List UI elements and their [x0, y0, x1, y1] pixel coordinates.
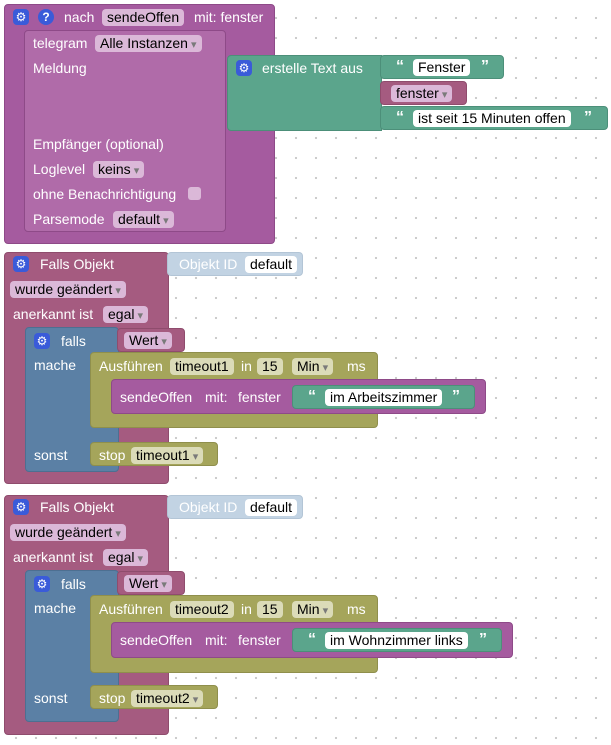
call-label: sendeOffen — [120, 632, 193, 648]
timeout-name-field[interactable]: timeout2 — [170, 601, 234, 618]
stop-dropdown[interactable]: timeout1 — [131, 447, 204, 464]
falls-objekt-label: Falls Objekt — [40, 256, 114, 272]
quote-close-icon: ” — [452, 388, 460, 405]
ausfuehren-label: Ausführen — [99, 358, 163, 374]
proc-mit-label: mit: fenster — [194, 9, 264, 25]
proc-name-field[interactable]: sendeOffen — [102, 9, 185, 26]
gear-icon[interactable]: ⚙ — [13, 499, 29, 515]
wurde-geaendert-dropdown[interactable]: wurde geändert — [10, 524, 126, 541]
ohne-label: ohne Benachrichtigung — [33, 186, 177, 202]
gear-icon[interactable]: ⚙ — [13, 256, 29, 272]
ohne-checkbox[interactable] — [188, 187, 201, 200]
gear-icon[interactable]: ⚙ — [34, 576, 50, 592]
quote-close-icon: ” — [481, 58, 489, 75]
stop-label: stop — [99, 447, 126, 463]
help-icon[interactable]: ? — [38, 9, 54, 25]
falls-label: falls — [61, 333, 86, 349]
parsemode-label: Parsemode — [33, 211, 105, 227]
meldung-label: Meldung — [33, 60, 87, 76]
gear-icon[interactable]: ⚙ — [236, 60, 252, 76]
falls-objekt-label: Falls Objekt — [40, 499, 114, 515]
telegram-label: telegram — [33, 35, 88, 51]
text-item-3-field[interactable]: ist seit 15 Minuten offen — [413, 110, 571, 127]
empfaenger-label: Empfänger (optional) — [33, 136, 164, 152]
quote-close-icon: ” — [584, 109, 592, 126]
sonst-label: sonst — [34, 690, 68, 706]
proc-prefix: nach — [64, 9, 95, 25]
quote-open-icon: “ — [308, 631, 316, 648]
stop-label: stop — [99, 690, 126, 706]
in-label: in — [241, 601, 252, 617]
sonst-label: sonst — [34, 447, 68, 463]
call-param-label: fenster — [238, 632, 281, 648]
gear-icon[interactable]: ⚙ — [13, 9, 29, 25]
wert-dropdown[interactable]: Wert — [124, 332, 172, 349]
quote-open-icon: “ — [308, 388, 316, 405]
text-item-1-field[interactable]: Fenster — [413, 59, 471, 76]
call-mit-label: mit: — [205, 389, 228, 405]
anerkannt-dropdown[interactable]: egal — [103, 306, 149, 323]
wert-dropdown[interactable]: Wert — [124, 575, 172, 592]
wurde-geaendert-dropdown[interactable]: wurde geändert — [10, 281, 126, 298]
anerkannt-dropdown[interactable]: egal — [103, 549, 149, 566]
timeout-unit-dropdown[interactable]: Min — [292, 358, 334, 375]
parsemode-dropdown[interactable]: default — [113, 211, 174, 228]
loglevel-label: Loglevel — [33, 161, 86, 177]
mache-label: mache — [34, 600, 77, 616]
quote-open-icon: “ — [396, 109, 404, 126]
call-mit-label: mit: — [205, 632, 228, 648]
gear-icon[interactable]: ⚙ — [34, 333, 50, 349]
call-text-field[interactable]: im Wohnzimmer links — [325, 632, 468, 649]
call-param-label: fenster — [238, 389, 281, 405]
objekt-id-field[interactable]: default — [245, 256, 298, 273]
call-label: sendeOffen — [120, 389, 193, 405]
timeout-number-field[interactable]: 15 — [257, 358, 283, 375]
quote-open-icon: “ — [396, 58, 404, 75]
quote-close-icon: ” — [479, 631, 487, 648]
variable-dropdown[interactable]: fenster — [391, 85, 453, 102]
objekt-id-label: Objekt ID — [179, 256, 238, 272]
mache-label: mache — [34, 357, 77, 373]
ms-label: ms — [347, 358, 366, 374]
text-join-label: erstelle Text aus — [262, 60, 363, 76]
timeout-name-field[interactable]: timeout1 — [170, 358, 234, 375]
anerkannt-label: anerkannt ist — [13, 306, 94, 322]
anerkannt-label: anerkannt ist — [13, 549, 94, 565]
text-join-block[interactable] — [227, 55, 382, 131]
ausfuehren-label: Ausführen — [99, 601, 163, 617]
timeout-number-field[interactable]: 15 — [257, 601, 283, 618]
call-text-field[interactable]: im Arbeitszimmer — [325, 389, 443, 406]
stop-dropdown[interactable]: timeout2 — [131, 690, 204, 707]
in-label: in — [241, 358, 252, 374]
telegram-dropdown[interactable]: Alle Instanzen — [95, 35, 202, 52]
timeout-unit-dropdown[interactable]: Min — [292, 601, 334, 618]
objekt-id-field[interactable]: default — [245, 499, 298, 516]
ms-label: ms — [347, 601, 366, 617]
objekt-id-label: Objekt ID — [179, 499, 238, 515]
falls-label: falls — [61, 576, 86, 592]
loglevel-dropdown[interactable]: keins — [93, 161, 145, 178]
